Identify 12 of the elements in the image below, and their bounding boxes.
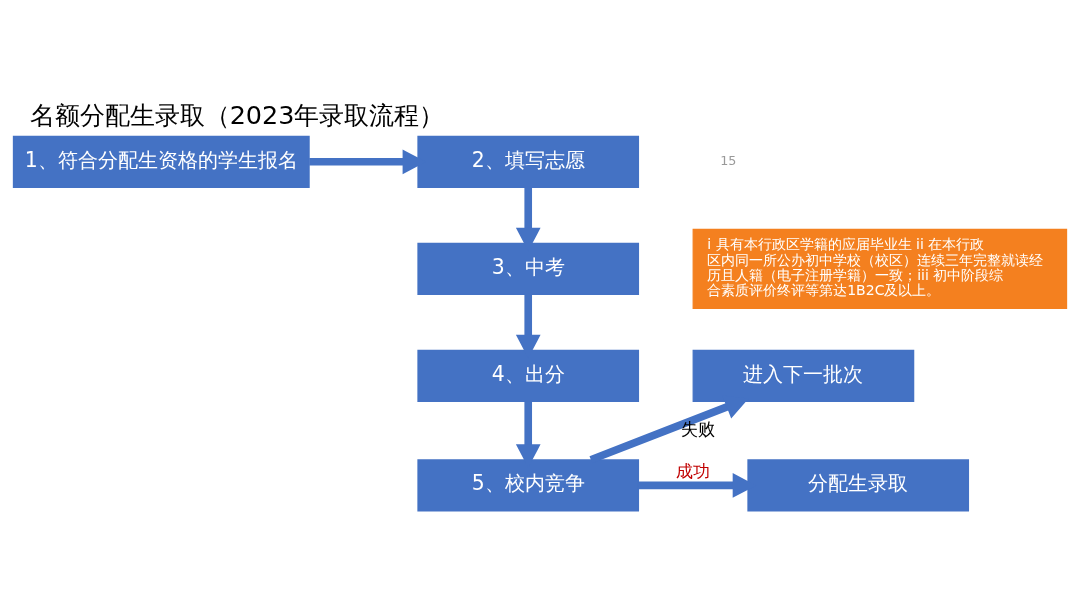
node-box: 1、符合分配生资格的学生报名 [12,135,310,188]
node-box: 分配生录取 [747,458,970,512]
edge-label: 成功 [676,461,711,481]
node-box: 4、出分 [417,349,640,402]
label: 15 [720,152,737,168]
node-box: i 具有本行政区学籍的应届毕业生 ii 在本行政区内同一所公办初中学校（校区）连续三年完整就读经历且人籍（电子注册学籍）一致；iii 初中阶段综合素质评价终评等第达1B2C及以上。 [692,228,1068,309]
node-box: 3、中考 [417,242,640,295]
edge-label: 失败 [680,419,715,439]
node-box: 5、校内竞争 [417,458,640,512]
diagram-title: 名额分配生录取（2023年录取流程） [29,99,445,130]
node-box: 进入下一批次 [692,349,915,402]
node-box: 2、填写志愿 [417,135,640,188]
